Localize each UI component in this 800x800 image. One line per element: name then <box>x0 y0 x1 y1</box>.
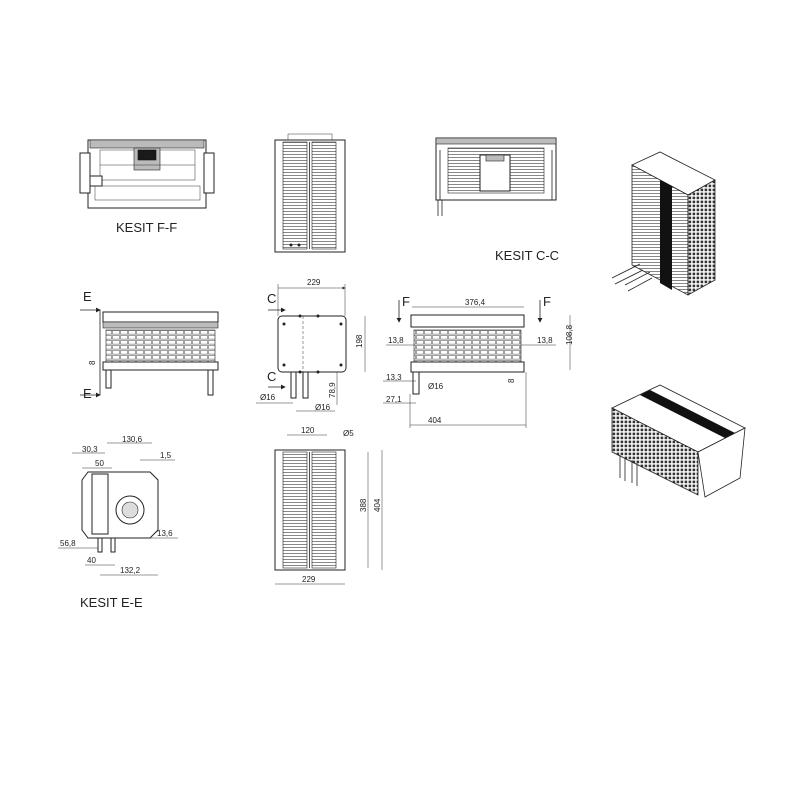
side-view-c: 229 198 78,9 Ø16 Ø16 C C <box>256 278 366 412</box>
dim-top-outer-len: 404 <box>373 498 382 512</box>
dim-ee-side: 13,6 <box>157 529 173 538</box>
dim-top-inner-len: 388 <box>359 498 368 512</box>
dim-top-hole-dia: Ø5 <box>343 429 354 438</box>
dim-f-left-margin: 13,8 <box>388 336 404 345</box>
cut-c-bottom-label: C <box>267 369 276 384</box>
dim-top-width: 229 <box>302 575 316 584</box>
section-ff-label: KESIT F-F <box>116 220 177 235</box>
section-ee-label: KESIT E-E <box>80 595 143 610</box>
top-view: 120 Ø5 388 404 229 <box>274 426 383 585</box>
dim-top-spacing: 120 <box>301 426 315 435</box>
dim-ee-overall-top: 130,6 <box>122 435 143 444</box>
isometric-view-horizontal <box>611 384 746 498</box>
section-ff-view: KESIT F-F <box>79 139 215 235</box>
cut-e-top-label: E <box>83 289 92 304</box>
dim-ee-pipe-height: 56,8 <box>60 539 76 548</box>
dim-f-coil-height: 108,8 <box>565 324 574 345</box>
cut-f-right-label: F <box>543 294 551 309</box>
section-ee-view: 130,6 30,3 50 1,5 56,8 13,6 40 132,2 KES… <box>58 435 178 610</box>
dim-c-width: 229 <box>307 278 321 287</box>
dim-c-pipe-offset: 78,9 <box>328 382 337 398</box>
dim-ee-overall-bottom: 132,2 <box>120 566 141 575</box>
dim-ee-offset: 50 <box>95 459 104 468</box>
cut-e-bottom-label: E <box>83 386 92 401</box>
dim-ee-lip: 1,5 <box>160 451 172 460</box>
dim-f-width: 376,4 <box>465 298 486 307</box>
dim-c-pipe-dia-2: Ø16 <box>315 403 331 412</box>
dim-c-pipe-dia-1: Ø16 <box>260 393 276 402</box>
dim-f-pipe-offset: 13,3 <box>386 373 402 382</box>
dim-ee-coil: 30,3 <box>82 445 98 454</box>
dim-leg: 8 <box>88 360 97 365</box>
dim-f-pipe-dia: Ø16 <box>428 382 444 391</box>
front-view-f: 376,4 F F 13,8 13,8 108,8 8 13,3 Ø16 27,… <box>383 294 574 428</box>
side-view-top <box>274 133 346 253</box>
dim-f-right-margin: 13,8 <box>537 336 553 345</box>
front-view-e: E E 8 <box>80 289 219 401</box>
dim-f-pipe-pos: 27,1 <box>386 395 402 404</box>
dim-ee-pipe-gap: 40 <box>87 556 96 565</box>
cut-f-left-label: F <box>402 294 410 309</box>
section-cc-label: KESIT C-C <box>495 248 559 263</box>
dim-f-overall: 404 <box>428 416 442 425</box>
section-cc-view: KESIT C-C <box>435 137 559 263</box>
dim-c-height: 198 <box>355 334 364 348</box>
dim-f-leg: 8 <box>507 378 516 383</box>
cut-c-top-label: C <box>267 291 276 306</box>
isometric-view-upright <box>611 151 716 296</box>
